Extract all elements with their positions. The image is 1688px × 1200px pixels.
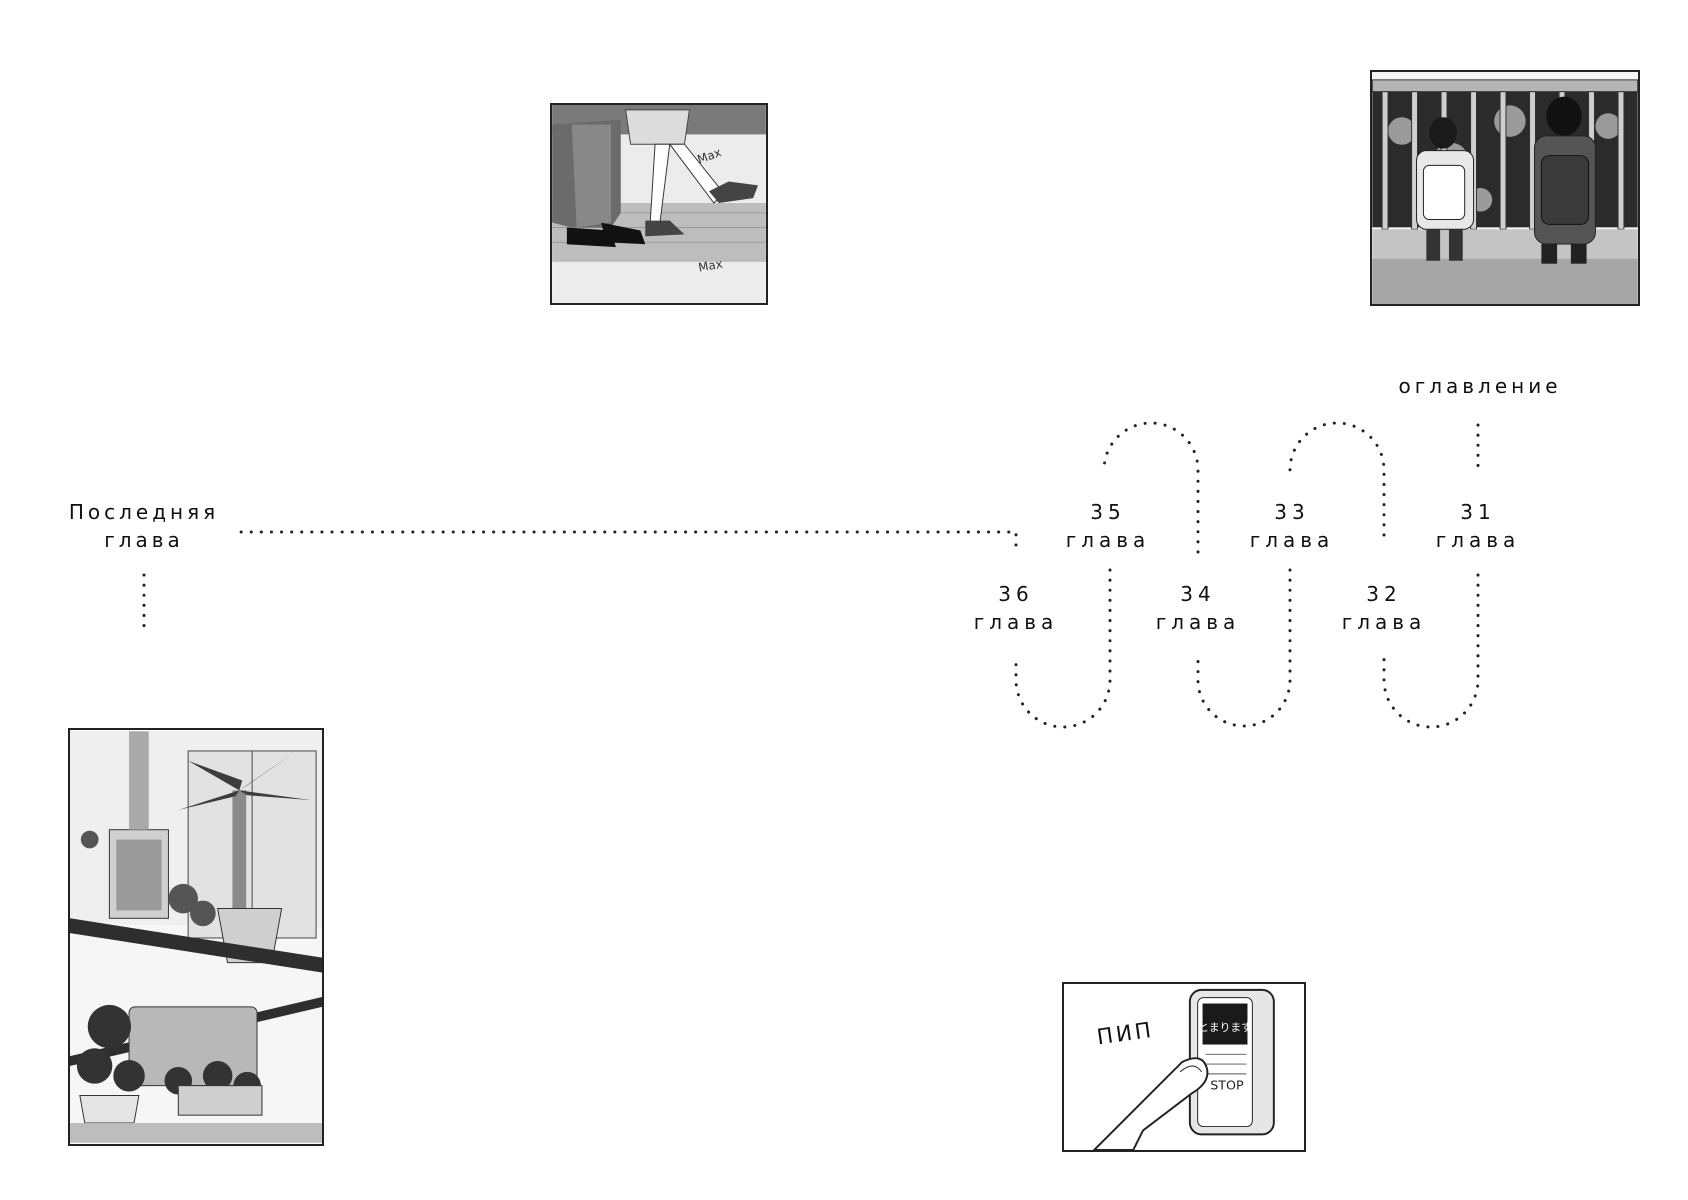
- chapter-33-label[interactable]: 33 глава: [1242, 498, 1342, 554]
- railing-illustration: [1372, 72, 1638, 304]
- chapter-34-label[interactable]: 34 глава: [1148, 580, 1248, 636]
- toc-title: оглавление: [1398, 374, 1562, 398]
- chapter-32-label[interactable]: 32 глава: [1334, 580, 1434, 636]
- panel-kids-at-railing: [1370, 70, 1640, 306]
- chapter-number: 32: [1366, 582, 1402, 606]
- last-chapter-line2: глава: [104, 528, 184, 552]
- sign-japanese: とまります: [1198, 1021, 1252, 1034]
- last-chapter-label[interactable]: Последняя глава: [64, 498, 224, 554]
- chapter-word: глава: [1155, 610, 1241, 634]
- chapter-word: глава: [1065, 528, 1151, 552]
- chapter-word: глава: [1435, 528, 1521, 552]
- chapter-number: 33: [1274, 500, 1310, 524]
- plants-illustration: [70, 731, 322, 1143]
- stop-text: STOP: [1210, 1077, 1244, 1092]
- chapter-word: глава: [973, 610, 1059, 634]
- last-chapter-line1: Последняя: [68, 500, 220, 524]
- chapter-word: глава: [1249, 528, 1335, 552]
- panel-legs-on-bench: Мах Мах: [550, 103, 768, 305]
- panel-plants: [68, 728, 324, 1146]
- chapter-36-label[interactable]: 36 глава: [966, 580, 1066, 636]
- chapter-35-label[interactable]: 35 глава: [1058, 498, 1158, 554]
- chapter-number: 31: [1460, 500, 1496, 524]
- legs-illustration: Мах Мах: [552, 105, 766, 303]
- chapter-word: глава: [1341, 610, 1427, 634]
- sfx-2: Мах: [697, 257, 723, 275]
- button-illustration: とまります STOP ПИП: [1064, 984, 1304, 1150]
- chapter-31-label[interactable]: 31 глава: [1428, 498, 1528, 554]
- panel-bus-stop-button: とまります STOP ПИП: [1062, 982, 1306, 1152]
- chapter-number: 34: [1180, 582, 1216, 606]
- chapter-number: 36: [998, 582, 1034, 606]
- chapter-number: 35: [1090, 500, 1126, 524]
